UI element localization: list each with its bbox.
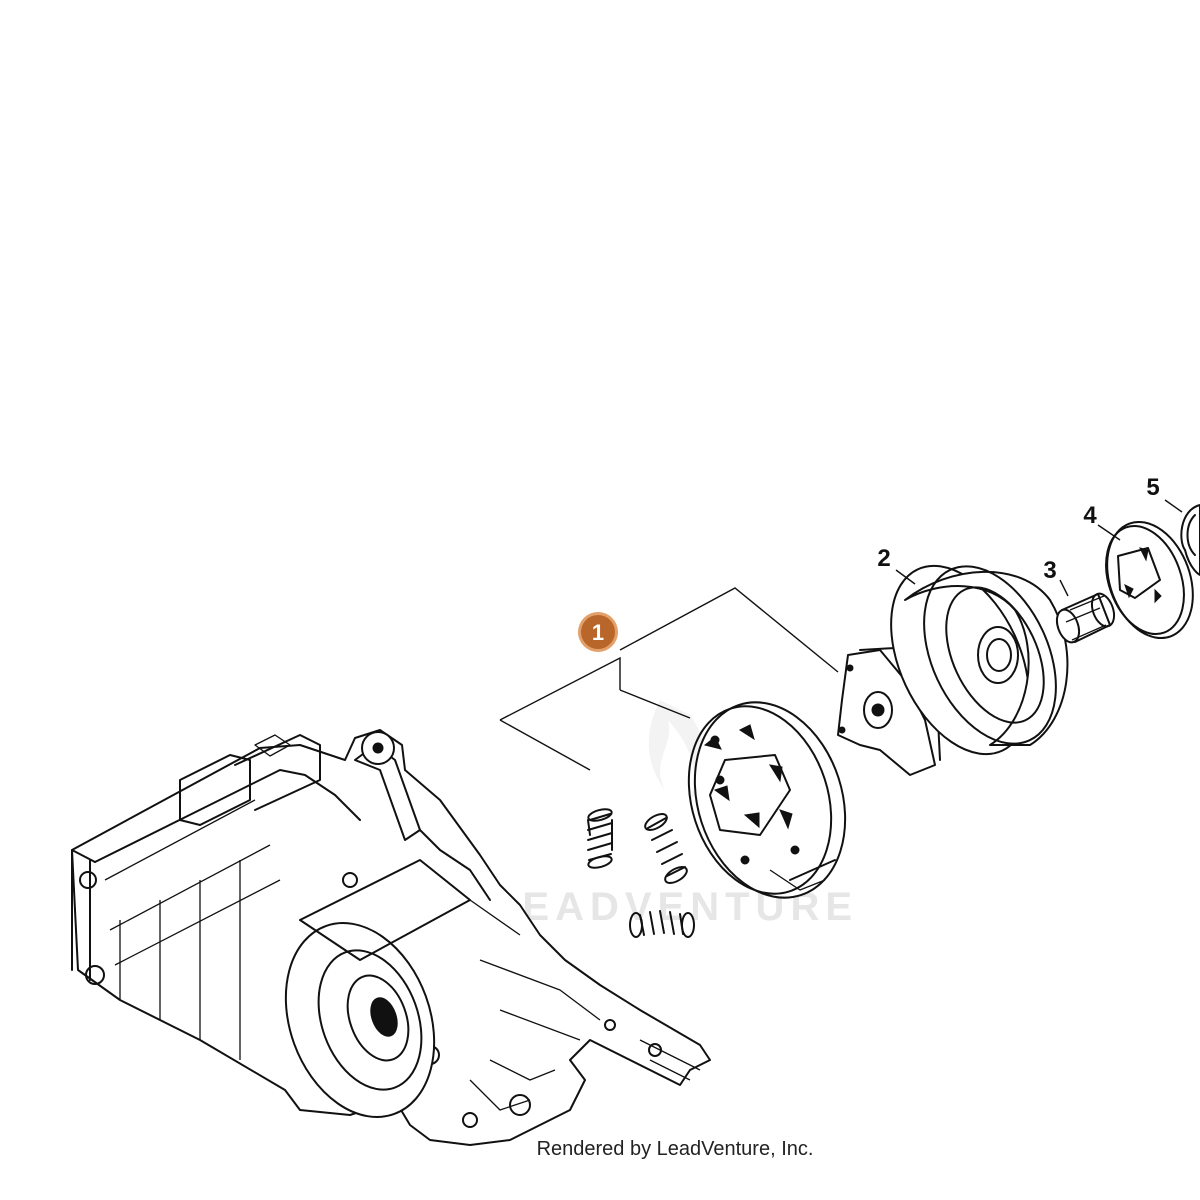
engine-housing bbox=[71, 729, 711, 1146]
callout-2[interactable]: 2 bbox=[877, 545, 890, 572]
rim-sprocket bbox=[1105, 520, 1194, 640]
leader-lines bbox=[499, 499, 1183, 771]
spur-sprocket-partial bbox=[1180, 504, 1200, 576]
needle-bearing bbox=[1055, 592, 1116, 644]
callout-4[interactable]: 4 bbox=[1083, 502, 1097, 529]
callout-3-label: 3 bbox=[1043, 557, 1056, 584]
clutch-spring bbox=[629, 910, 695, 938]
clutch-drum bbox=[890, 564, 1069, 756]
callout-4-label: 4 bbox=[1083, 502, 1097, 529]
callout-2-label: 2 bbox=[877, 545, 890, 572]
callout-5-label: 5 bbox=[1146, 474, 1159, 501]
callout-1[interactable]: 1 bbox=[578, 612, 618, 652]
clutch-spring bbox=[644, 813, 688, 884]
credit-text: Rendered by LeadVenture, Inc. bbox=[537, 1138, 814, 1160]
clutch-spring bbox=[587, 808, 613, 869]
callout-3[interactable]: 3 bbox=[1043, 557, 1056, 584]
callout-5[interactable]: 5 bbox=[1146, 474, 1159, 501]
clutch-hub bbox=[687, 701, 847, 899]
flame-logo-icon bbox=[648, 700, 706, 800]
callout-1-label: 1 bbox=[592, 620, 604, 645]
